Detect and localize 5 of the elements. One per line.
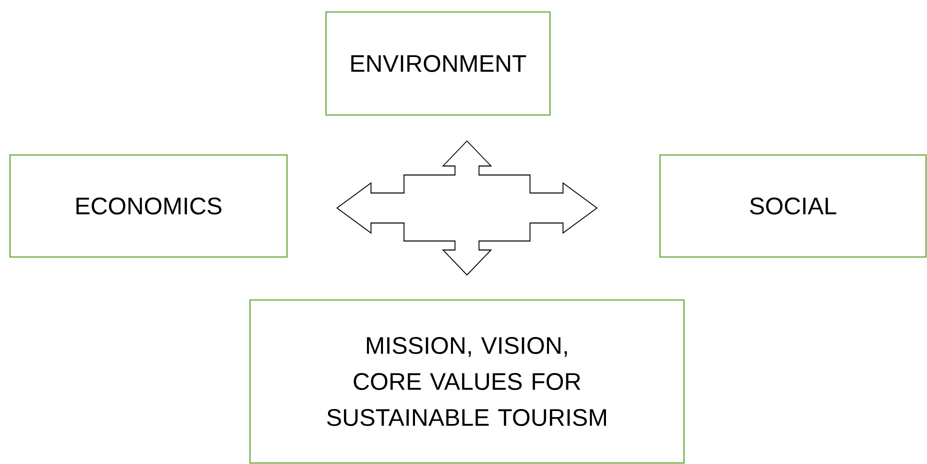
text-box: ECONOMICS [9, 154, 288, 258]
text-box: MISSION, VISION, CORE VALUES FOR SUSTAINABLE TOURISM [249, 299, 685, 464]
text-box: SOCIAL [659, 154, 927, 258]
text-box: ENVIRONMENT [325, 11, 551, 116]
four-way-arrow [336, 140, 598, 276]
